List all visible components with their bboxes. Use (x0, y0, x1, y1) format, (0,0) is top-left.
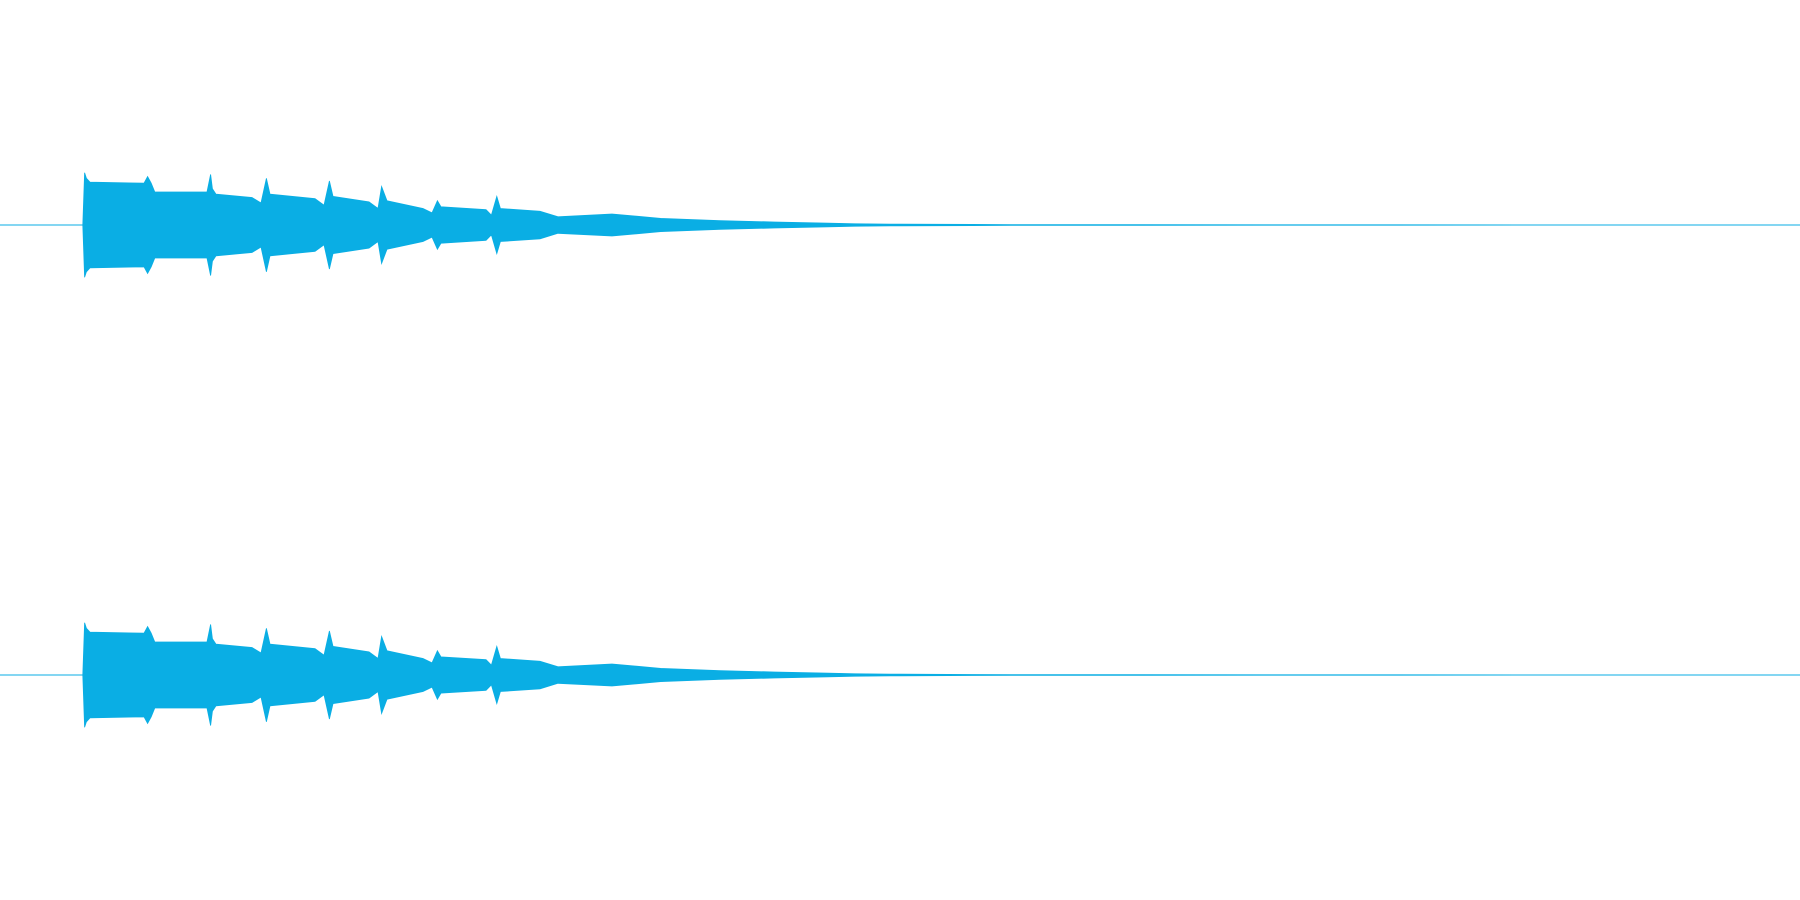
channel-1-waveform (0, 172, 1800, 278)
channel-2-waveform (0, 622, 1800, 728)
channel-2 (0, 622, 1800, 728)
channel-1 (0, 172, 1800, 278)
